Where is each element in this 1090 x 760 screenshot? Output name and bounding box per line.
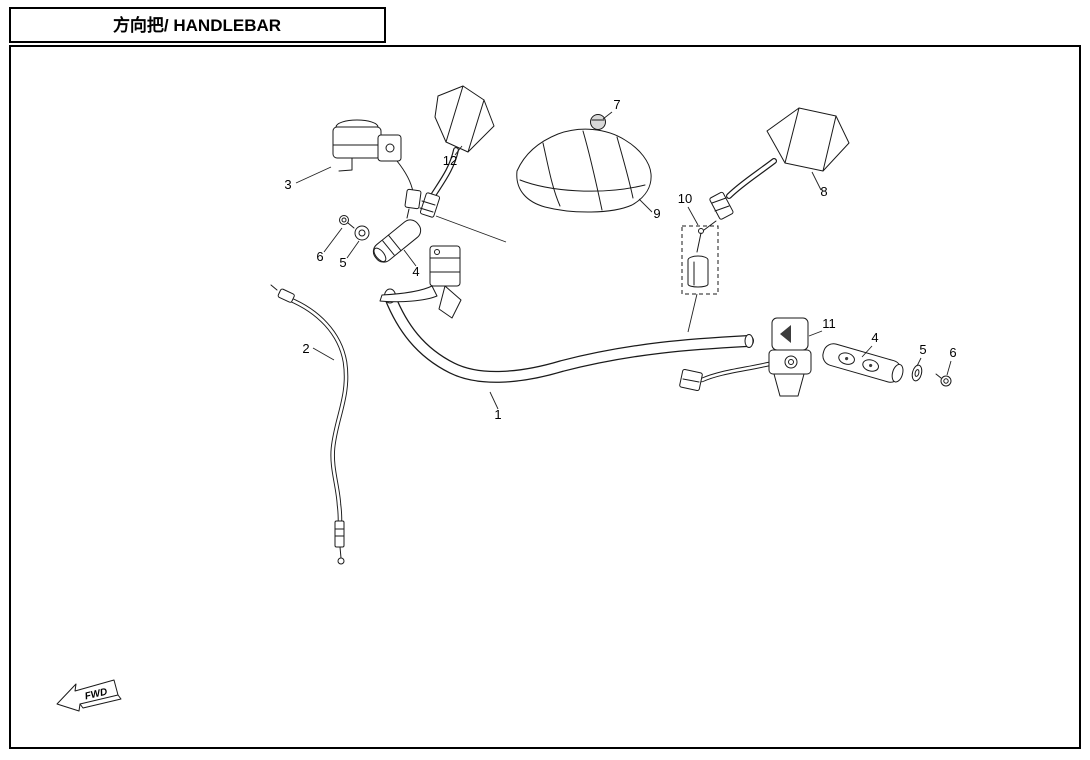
diagram-frame [9,45,1081,749]
fwd-label: FWD [84,687,109,703]
part-label-4-left: 4 [412,264,419,279]
part-label-8: 8 [820,184,827,199]
washer-right [911,364,923,382]
part-label-6-right: 6 [949,345,956,360]
throttle-cable [270,284,349,565]
part-label-3: 3 [284,177,291,192]
mirror-left [419,85,495,218]
callout-labels: 1 2 3 4 4 5 5 6 6 7 8 9 10 11 12 [284,97,956,422]
mirror-mount-kit [681,225,719,333]
leader-lines [295,111,952,410]
bolt-left [339,215,355,229]
part-label-5-left: 5 [339,255,346,270]
handlebar-tube [384,288,754,383]
grip-right [822,343,904,383]
part-label-7: 7 [613,97,620,112]
fwd-arrow: FWD [56,679,122,712]
handlebar-cover [516,128,652,213]
brake-lever-clamp [379,215,507,319]
part-label-2: 2 [302,341,309,356]
part-label-9: 9 [653,206,660,221]
part-label-6-left: 6 [316,249,323,264]
switch-housing [679,317,812,397]
part-label-11: 11 [822,316,836,331]
title-box [9,7,386,43]
master-cylinder [332,119,422,219]
part-label-10: 10 [678,191,692,206]
bolt-right [935,373,952,387]
part-label-12: 12 [443,153,457,168]
part-label-1: 1 [494,407,501,422]
page-title: 方向把/ HANDLEBAR [113,15,281,35]
part-label-4-right: 4 [871,330,878,345]
part-label-5-right: 5 [919,342,926,357]
grip-left [372,219,422,263]
washer-left [354,225,370,241]
cap [590,114,606,130]
mirror-right [703,107,850,231]
